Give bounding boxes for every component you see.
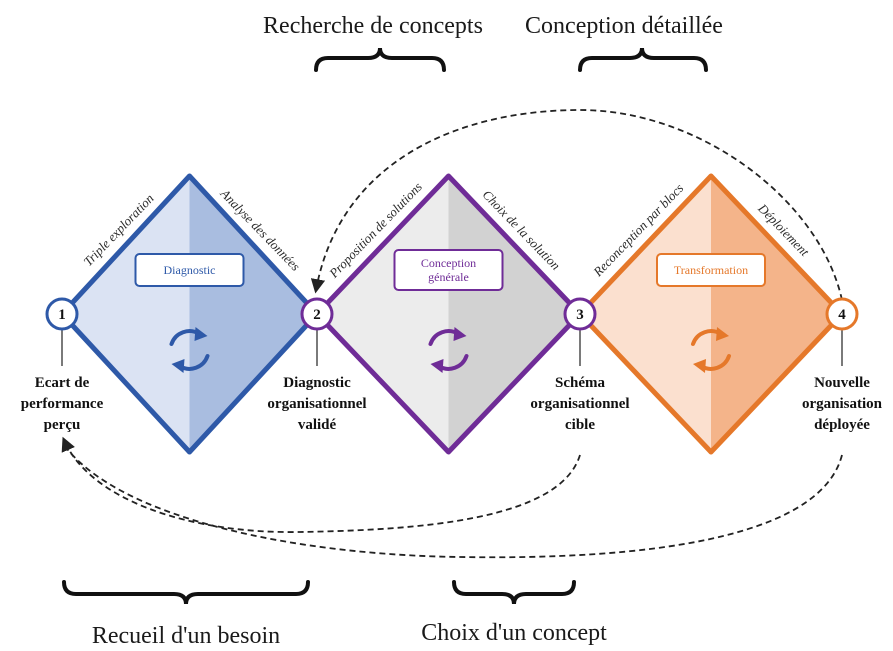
milestone-number-circle [825,297,859,331]
feedback-arc-4-to-1 [63,444,843,559]
brace-bottom-right [452,580,576,605]
phase-title: Conception [421,256,476,270]
phase-title: générale [428,270,469,284]
milestone-number: 4 [838,307,846,323]
milestone-label-line: organisationnel [530,396,629,412]
phase-title: Transformation [674,263,748,277]
diamond-left-half [62,176,190,452]
phase-title-box [134,253,245,287]
milestone-label-line: Schéma [555,375,605,391]
diamond-right-half [189,176,317,452]
brace-bottom-left [62,580,310,605]
milestone-number: 2 [313,307,321,323]
cycle-arrows-icon [169,327,210,373]
milestone-label-line: Ecart de [35,375,90,391]
milestone-label-line: Nouvelle [814,375,870,391]
diamond-left-half [317,176,449,452]
bottom-label-choix-concept: Choix d'un concept [421,620,607,646]
phase-title-box [656,253,766,287]
milestone-label-line: cible [565,417,595,433]
milestone-number-circle [45,297,79,331]
milestone-label-line: Diagnostic [283,375,351,391]
milestone-number-circle [563,297,597,331]
diamond-right-half [448,176,580,452]
bottom-label-recueil-besoin: Recueil d'un besoin [92,623,280,649]
diamond-right-half [711,176,842,452]
feedback-arc-4-to-2 [310,109,843,301]
phase-title-box [393,249,504,291]
feedback-arc-3-to-1 [61,436,581,533]
milestone-label-line: organisationnel [267,396,366,412]
milestone-label-line: organisation [802,396,883,412]
milestone-number: 1 [58,307,66,323]
top-label-recherche-de-concepts: Recherche de concepts [263,13,483,39]
milestone-label-line: perçu [44,417,81,433]
milestone-label-line: validé [298,417,337,433]
milestone-number-circle [300,297,334,331]
top-label-conception-detaillee: Conception détaillée [525,13,723,39]
brace-top-left [314,47,446,72]
cycle-arrows-icon [691,327,731,373]
milestone-label-line: performance [21,396,104,412]
brace-top-right [578,47,708,72]
diamond-left-half [580,176,711,452]
milestone-number: 3 [576,307,584,323]
milestone-label-line: déployée [814,417,870,433]
cycle-arrows-icon [428,327,469,373]
phase-title: Diagnostic [164,263,216,277]
